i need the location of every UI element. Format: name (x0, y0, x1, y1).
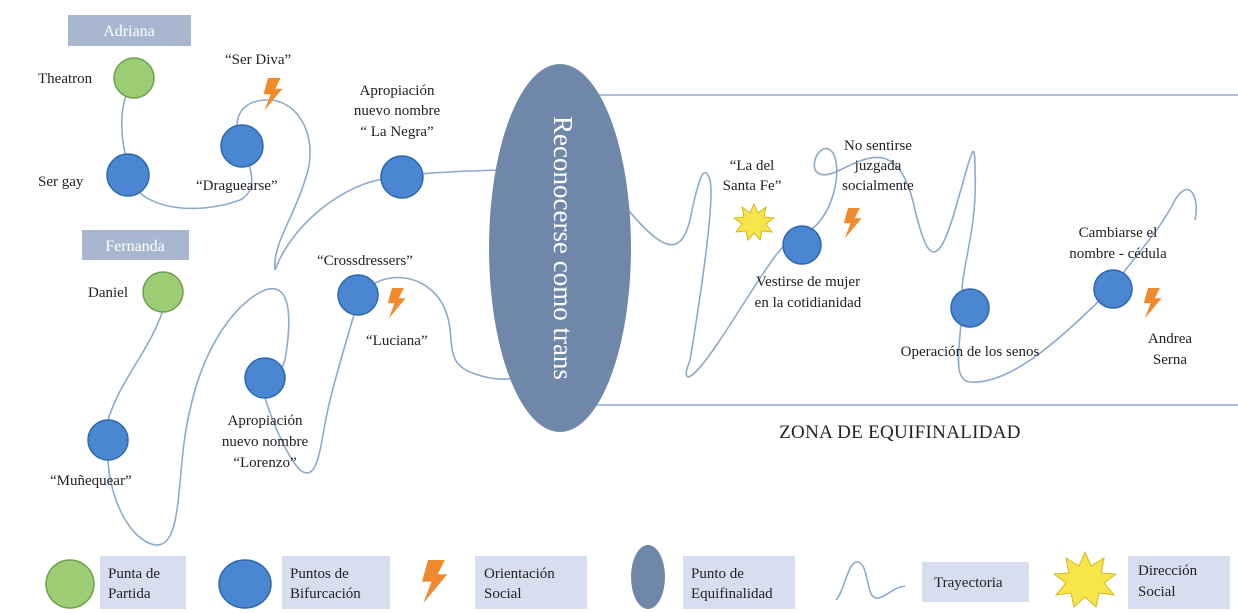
legend-orientation-box (475, 556, 587, 609)
legend-bifurcation-1: Puntos de (290, 566, 349, 582)
label-luciana: “Luciana” (366, 333, 428, 349)
bifurcation-draguearse (220, 124, 264, 168)
label-santa-fe-2: Santa Fe” (723, 178, 782, 194)
orientation-bolt-icon (843, 208, 862, 239)
legend-orientation-bolt-icon (422, 560, 448, 604)
start-point-daniel (142, 271, 184, 313)
label-lorenzo-1: Apropiación (228, 413, 303, 429)
label-crossdressers: “Crossdressers” (317, 253, 413, 269)
bifurcation-operacion (950, 288, 990, 328)
legend-equifinality-swatch (631, 545, 665, 609)
label-negra-3: “ La Negra” (360, 124, 433, 140)
person-tag-fernanda-label: Fernanda (105, 238, 165, 255)
label-ser-diva: “Ser Diva” (225, 52, 291, 68)
label-operacion: Operación de los senos (901, 344, 1040, 360)
legend-equifinality-1: Punto de (691, 566, 744, 582)
label-lorenzo-2: nuevo nombre (222, 434, 309, 450)
label-munequear: “Muñequear” (50, 473, 132, 489)
label-cambiarse-1: Cambiarse el (1079, 225, 1158, 241)
bifurcation-lorenzo (244, 357, 286, 399)
orientation-bolt-icon (263, 78, 283, 111)
label-vestirse-2: en la cotidianidad (755, 295, 862, 311)
label-no-sentirse-3: socialmente (842, 178, 914, 194)
legend-start-box (100, 556, 186, 609)
zone-label: ZONA DE EQUIFINALIDAD (779, 422, 1021, 443)
legend-direction-star-icon (1052, 550, 1118, 608)
label-no-sentirse-2: juzgada (854, 158, 902, 174)
equifinality-ellipse (489, 64, 631, 432)
start-point-theatron (113, 57, 155, 99)
equifinality-label: Reconocerse como trans (548, 116, 578, 380)
legend: Punta de Partida Puntos de Bifurcación O… (45, 545, 1230, 609)
legend-bifurcation-swatch (218, 559, 272, 609)
label-lorenzo-3: “Lorenzo” (233, 455, 296, 471)
label-draguearse: “Draguearse” (196, 178, 278, 194)
legend-direction-box (1128, 556, 1230, 609)
label-andrea-1: Andrea (1148, 331, 1192, 347)
legend-equifinality-box (683, 556, 795, 609)
legend-start-swatch (45, 559, 95, 609)
legend-bifurcation-2: Bifurcación (290, 586, 361, 602)
person-tag-fernanda (82, 230, 189, 260)
bifurcation-crossdressers (337, 274, 379, 316)
label-negra-1: Apropiación (360, 83, 435, 99)
legend-direction-1: Dirección (1138, 563, 1198, 579)
legend-trajectory-box (922, 562, 1029, 602)
legend-start-2: Partida (108, 586, 151, 602)
label-daniel: Daniel (88, 285, 128, 301)
label-andrea-2: Serna (1153, 352, 1187, 368)
orientation-bolt-icon (387, 288, 406, 319)
label-negra-2: nuevo nombre (354, 103, 441, 119)
trajectory-lines (107, 77, 1198, 546)
legend-orientation-2: Social (484, 586, 522, 602)
label-no-sentirse-1: No sentirse (844, 138, 912, 154)
bifurcation-munequear (87, 419, 129, 461)
bifurcation-vestirse (782, 225, 822, 265)
orientation-bolt-icon (1143, 288, 1162, 319)
bifurcation-cambiarse (1093, 269, 1133, 309)
legend-orientation-1: Orientación (484, 566, 555, 582)
legend-trajectory-swatch (835, 561, 906, 601)
person-tag-adriana-label: Adriana (103, 23, 155, 40)
equifinality-zone-frame (560, 94, 1238, 406)
legend-trajectory-label: Trayectoria (934, 575, 1003, 591)
legend-equifinality-2: Equifinalidad (691, 586, 773, 602)
bifurcation-la-negra (380, 155, 424, 199)
label-cambiarse-2: nombre - cédula (1069, 246, 1167, 262)
person-tag-adriana (68, 15, 191, 46)
label-theatron: Theatron (38, 71, 93, 87)
label-santa-fe-1: “La del (730, 158, 775, 174)
legend-start-1: Punta de (108, 566, 160, 582)
label-vestirse-1: Vestirse de mujer (756, 274, 860, 290)
legend-bifurcation-box (282, 556, 390, 609)
bifurcation-ser-gay (106, 153, 150, 197)
legend-direction-2: Social (1138, 584, 1176, 600)
direction-star-icon (732, 202, 776, 242)
label-ser-gay: Ser gay (38, 174, 84, 190)
